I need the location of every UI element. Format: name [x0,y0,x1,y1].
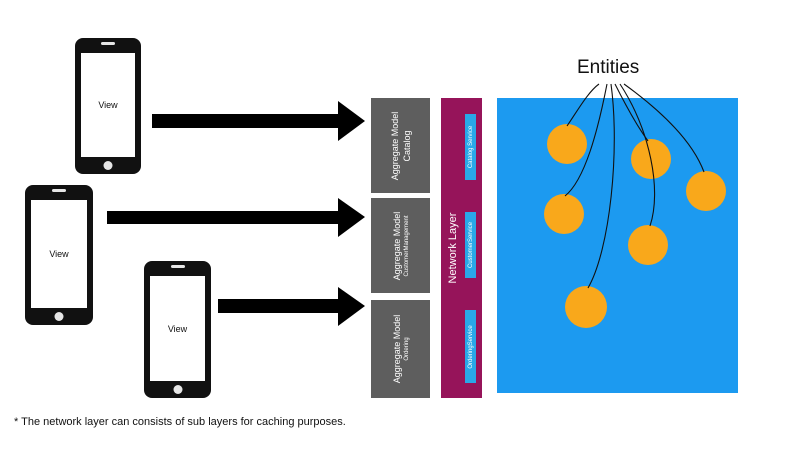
catalog-service: Catalog Service [465,114,476,180]
arrow-head-icon [338,287,365,326]
phone-view-2: View [25,185,93,325]
arrow-shaft [152,114,340,128]
view-label: View [98,100,118,110]
home-button-icon [54,312,64,321]
entities-label: Entities [577,57,640,78]
aggregate-model-customer-management: Aggregate Model CustomerManagement [371,198,430,293]
arrow-view-3 [218,287,365,326]
aggregate-model-ordering: Aggregate Model Ordering [371,300,430,398]
phone-view-3: View [144,261,211,398]
entity-circle [686,171,726,211]
arrow-shaft [107,211,340,224]
entity-circle [628,225,668,265]
view-label: View [49,249,69,259]
speaker-icon [170,265,185,268]
data-store-area [497,98,738,393]
view-label: View [167,323,188,334]
view-screen: View [150,276,205,381]
speaker-icon [101,42,115,45]
arrow-shaft [218,299,340,313]
view-screen: View [31,200,87,308]
leader-line [587,83,615,289]
arrow-head-icon [338,198,365,237]
leader-line [564,83,608,197]
ordering-service: OrderingService [465,310,476,383]
leader-line [566,83,600,127]
view-screen: View [81,53,135,157]
home-button-icon [103,161,113,170]
leader-line [619,83,656,227]
arrow-view-1 [152,101,365,141]
entity-circle [565,286,607,328]
entity-circle [547,124,587,164]
phone-view-1: View [75,38,141,174]
entity-circle [544,194,584,234]
arrow-head-icon [338,101,365,141]
entity-circles [544,124,726,328]
aggregate-model-catalog: Aggregate Model Catalog [371,98,430,193]
footnote: * The network layer can consists of sub … [14,416,346,428]
entity-leader-lines [564,83,705,289]
arrow-view-2 [107,198,365,237]
leader-line [623,83,705,173]
speaker-icon [52,189,66,192]
customer-service: CustomerService [465,212,476,278]
home-button-icon [173,385,182,394]
